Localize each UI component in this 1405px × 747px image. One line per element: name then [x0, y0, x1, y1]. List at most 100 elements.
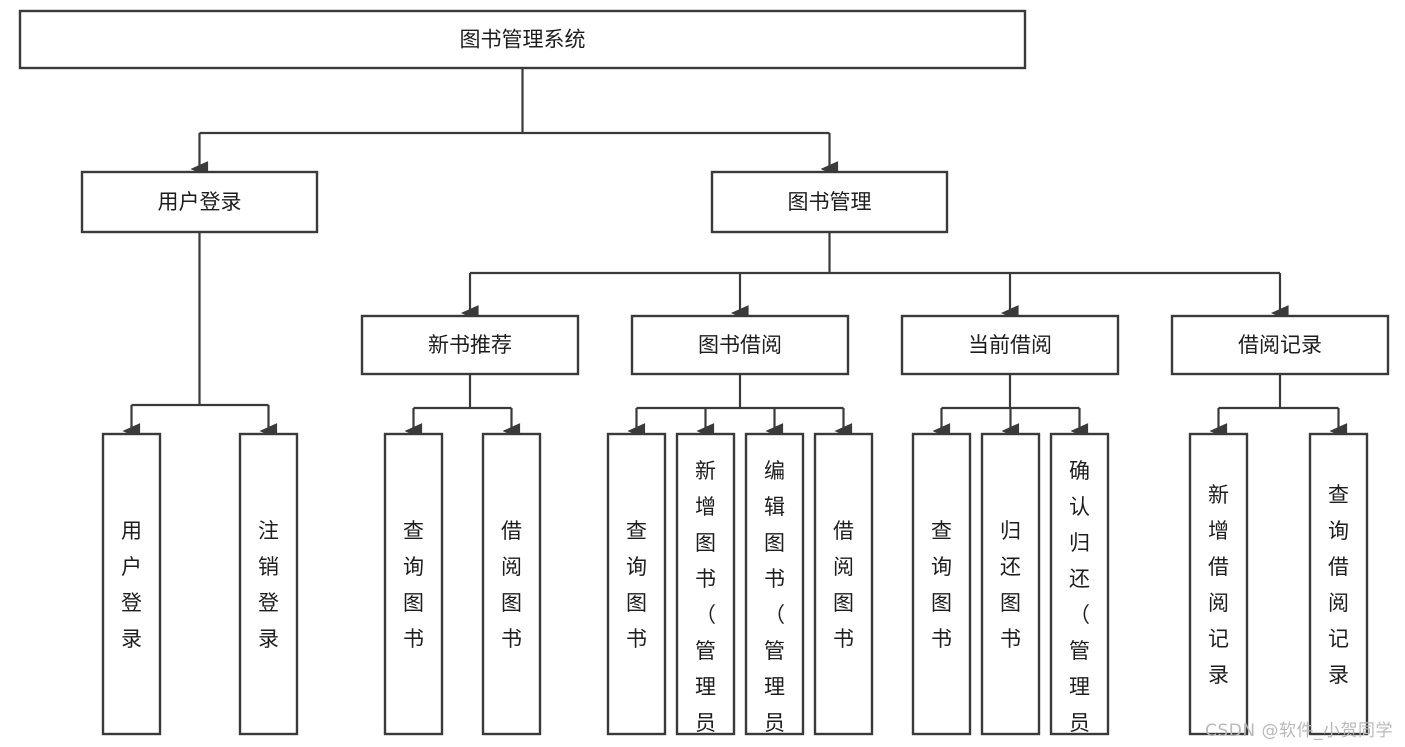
svg-text:归: 归 [1000, 519, 1021, 543]
svg-text:理: 理 [1069, 675, 1090, 699]
svg-text:书: 书 [764, 567, 785, 591]
svg-text:管: 管 [764, 639, 785, 663]
svg-text:图: 图 [695, 531, 716, 555]
svg-text:用: 用 [121, 519, 142, 543]
svg-text:阅: 阅 [501, 555, 522, 579]
node-label-level3-1: 图书借阅 [698, 333, 782, 357]
svg-text:查: 查 [931, 519, 952, 543]
svg-text:询: 询 [1328, 519, 1349, 543]
node-box-leaf-8[interactable] [911, 432, 972, 736]
svg-text:阅: 阅 [1328, 591, 1349, 615]
node-box-root[interactable] [18, 9, 1027, 70]
svg-text:记: 记 [1208, 627, 1229, 651]
svg-text:户: 户 [121, 555, 142, 579]
svg-text:阅: 阅 [1208, 591, 1229, 615]
svg-text:图: 图 [501, 591, 522, 615]
svg-text:理: 理 [764, 675, 785, 699]
node-box-leaf-12[interactable] [1308, 432, 1369, 736]
node-box-leaf-11[interactable] [1188, 432, 1249, 736]
svg-text:（: （ [695, 603, 716, 627]
node-boxes [18, 9, 1390, 736]
svg-text:认: 认 [1069, 495, 1090, 519]
svg-text:借: 借 [833, 519, 854, 543]
node-box-level3-1[interactable] [630, 314, 850, 376]
svg-text:销: 销 [258, 555, 279, 579]
node-box-leaf-3[interactable] [481, 432, 542, 736]
svg-text:查: 查 [626, 519, 647, 543]
svg-text:编: 编 [764, 459, 785, 483]
svg-text:阅: 阅 [833, 555, 854, 579]
svg-text:登: 登 [258, 591, 279, 615]
node-label-level3-2: 当前借阅 [968, 333, 1052, 357]
node-box-level2-1[interactable] [710, 170, 949, 234]
svg-text:图: 图 [931, 591, 952, 615]
node-box-leaf-6[interactable] [744, 432, 805, 736]
svg-text:（: （ [764, 603, 785, 627]
svg-text:管: 管 [695, 639, 716, 663]
node-label-level2-1: 图书管理 [788, 190, 872, 214]
svg-text:图: 图 [1000, 591, 1021, 615]
svg-text:录: 录 [1328, 663, 1349, 687]
node-box-leaf-9[interactable] [980, 432, 1041, 736]
node-box-leaf-7[interactable] [813, 432, 874, 736]
svg-text:图: 图 [403, 591, 424, 615]
svg-text:员: 员 [695, 711, 716, 735]
svg-text:员: 员 [1069, 711, 1090, 735]
node-box-leaf-2[interactable] [383, 432, 444, 736]
svg-text:书: 书 [833, 627, 854, 651]
svg-text:借: 借 [1328, 555, 1349, 579]
svg-text:录: 录 [258, 627, 279, 651]
svg-text:新: 新 [695, 459, 716, 483]
svg-text:图: 图 [833, 591, 854, 615]
node-box-level3-2[interactable] [900, 314, 1120, 376]
svg-text:辑: 辑 [764, 495, 785, 519]
svg-text:书: 书 [501, 627, 522, 651]
node-label-level2-0: 用户登录 [158, 190, 242, 214]
node-box-leaf-0[interactable] [101, 432, 162, 736]
node-box-leaf-5[interactable] [675, 432, 736, 736]
node-box-leaf-1[interactable] [238, 432, 299, 736]
svg-text:增: 增 [695, 495, 716, 519]
svg-text:录: 录 [1208, 663, 1229, 687]
node-label-root: 图书管理系统 [460, 28, 586, 52]
svg-text:登: 登 [121, 591, 142, 615]
node-labels: 图书管理系统用户登录图书管理新书推荐图书借阅当前借阅借阅记录用户登录注销登录查询… [121, 28, 1349, 736]
node-box-leaf-4[interactable] [606, 432, 667, 736]
connector-edges [122, 68, 1348, 439]
svg-text:管: 管 [1069, 639, 1090, 663]
svg-text:查: 查 [1328, 483, 1349, 507]
svg-text:理: 理 [695, 675, 716, 699]
svg-text:注: 注 [258, 519, 279, 543]
svg-text:员: 员 [764, 711, 785, 735]
svg-text:新: 新 [1208, 483, 1229, 507]
svg-text:查: 查 [403, 519, 424, 543]
svg-text:还: 还 [1069, 567, 1090, 591]
svg-text:确: 确 [1069, 459, 1090, 483]
node-box-level3-3[interactable] [1170, 314, 1390, 376]
node-box-level3-0[interactable] [360, 314, 580, 376]
svg-text:询: 询 [931, 555, 952, 579]
svg-text:书: 书 [403, 627, 424, 651]
node-box-leaf-10[interactable] [1049, 432, 1110, 736]
svg-text:借: 借 [501, 519, 522, 543]
svg-text:图: 图 [626, 591, 647, 615]
svg-text:询: 询 [403, 555, 424, 579]
svg-text:记: 记 [1328, 627, 1349, 651]
node-box-level2-0[interactable] [80, 170, 319, 234]
svg-text:增: 增 [1208, 519, 1229, 543]
svg-text:借: 借 [1208, 555, 1229, 579]
svg-text:录: 录 [121, 627, 142, 651]
